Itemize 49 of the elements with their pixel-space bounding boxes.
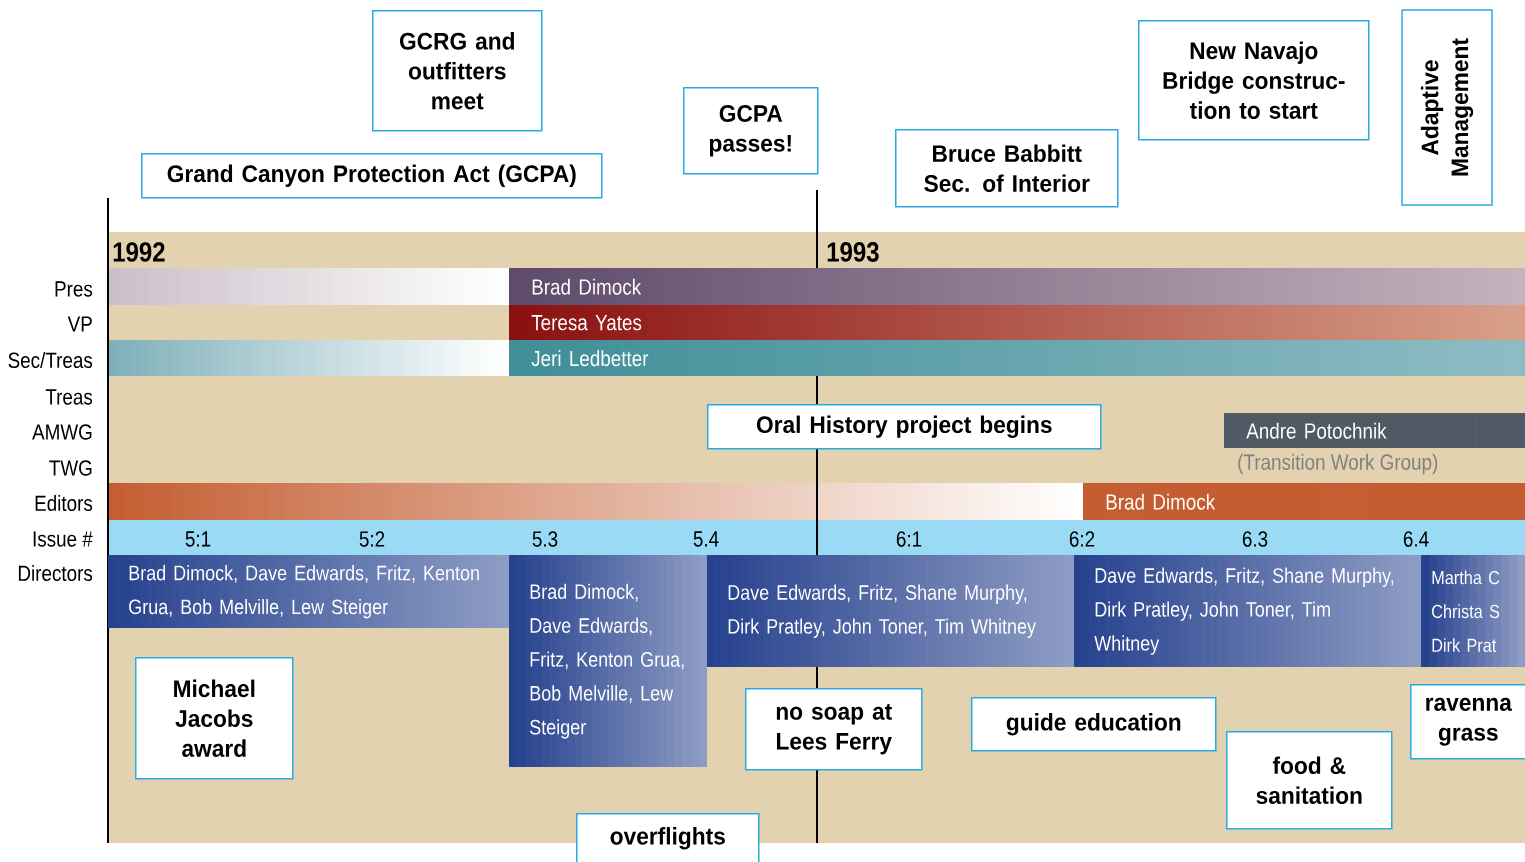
year-label: 1992: [113, 242, 165, 262]
event-box: guide education: [971, 697, 1217, 752]
node-label: Martha C Christa S Dirk Prat: [1432, 570, 1500, 653]
row-label: Pres: [55, 281, 93, 297]
role-bar: Brad Dimock: [509, 268, 1525, 305]
row-label: Editors: [35, 494, 93, 512]
row-label: Treas: [45, 389, 93, 405]
issue-number: 5.4: [693, 531, 719, 547]
node-label: Jeri Ledbetter: [531, 350, 649, 367]
directors-bar: Dave Edwards, Fritz, Shane Murphy, Dirk Pratley, John Toner, Tim Whitney: [707, 555, 1074, 667]
node-label: Brad Dimock: [1106, 493, 1216, 510]
event-box: food & sanitation: [1226, 731, 1393, 830]
event-box: Oral History project begins: [707, 404, 1102, 450]
year-label: 1993: [827, 242, 879, 262]
event-box: Bruce Babbitt Sec. of Interior: [895, 129, 1119, 208]
issue-number: 6.3: [1242, 531, 1268, 547]
node-label: Brad Dimock, Dave Edwards, Fritz, Kenton Grua, Bob Melville, Lew Steiger: [530, 583, 684, 739]
event-box: ravenna grass: [1410, 684, 1525, 760]
row-label: AMWG: [32, 424, 92, 440]
node-label: Brad Dimock, Dave Edwards, Fritz, Kenton Grua, Bob Melville, Lew Steiger: [129, 565, 479, 619]
row-label: TWG: [49, 460, 92, 476]
directors-bar: Martha C Christa S Dirk Prat: [1421, 555, 1525, 667]
issue-number: 6:2: [1069, 531, 1095, 547]
event-box: New Navajo Bridge construc-tion to start: [1138, 20, 1370, 141]
node-label: Dave Edwards, Fritz, Shane Murphy, Dirk Pratley, John Toner, Tim Whitney: [728, 584, 1036, 638]
node-label: Teresa Yates: [531, 315, 642, 331]
note-text: (Transition Work Group): [1238, 453, 1438, 475]
directors-bar: Brad Dimock, Dave Edwards, Fritz, Kenton Grua, Bob Melville, Lew Steiger: [108, 555, 509, 628]
node-label: Brad Dimock: [532, 278, 642, 295]
role-bar: Andre Potochnik: [1224, 413, 1525, 448]
event-box: Adaptive Management: [1401, 9, 1493, 206]
node-label: Andre Potochnik: [1246, 422, 1387, 439]
issue-number: 5.3: [532, 531, 558, 547]
row-label: Sec/Treas: [8, 351, 93, 369]
row-label: VP: [67, 316, 92, 332]
role-bar: Brad Dimock: [1083, 483, 1525, 520]
role-bar: Teresa Yates: [509, 305, 1525, 340]
row-label: Issue #: [33, 531, 93, 547]
issue-number: 6.4: [1403, 531, 1429, 547]
event-box: GCPA passes!: [683, 87, 819, 175]
node-label: Dave Edwards, Fritz, Shane Murphy, Dirk Pratley, John Toner, Tim Whitney: [1094, 567, 1394, 655]
event-box: no soap at Lees Ferry: [745, 688, 923, 771]
directors-bar: Dave Edwards, Fritz, Shane Murphy, Dirk Pratley, John Toner, Tim Whitney: [1074, 555, 1421, 667]
event-box: GCRG and outfitters meet: [372, 10, 543, 132]
role-bar: Jeri Ledbetter: [509, 340, 1525, 376]
directors-bar: Brad Dimock, Dave Edwards, Fritz, Kenton Grua, Bob Melville, Lew Steiger: [509, 555, 707, 767]
event-box: Michael Jacobs award: [135, 657, 294, 780]
event-box: Grand Canyon Protection Act (GCPA): [141, 153, 603, 199]
event-box: overflights: [576, 813, 760, 862]
